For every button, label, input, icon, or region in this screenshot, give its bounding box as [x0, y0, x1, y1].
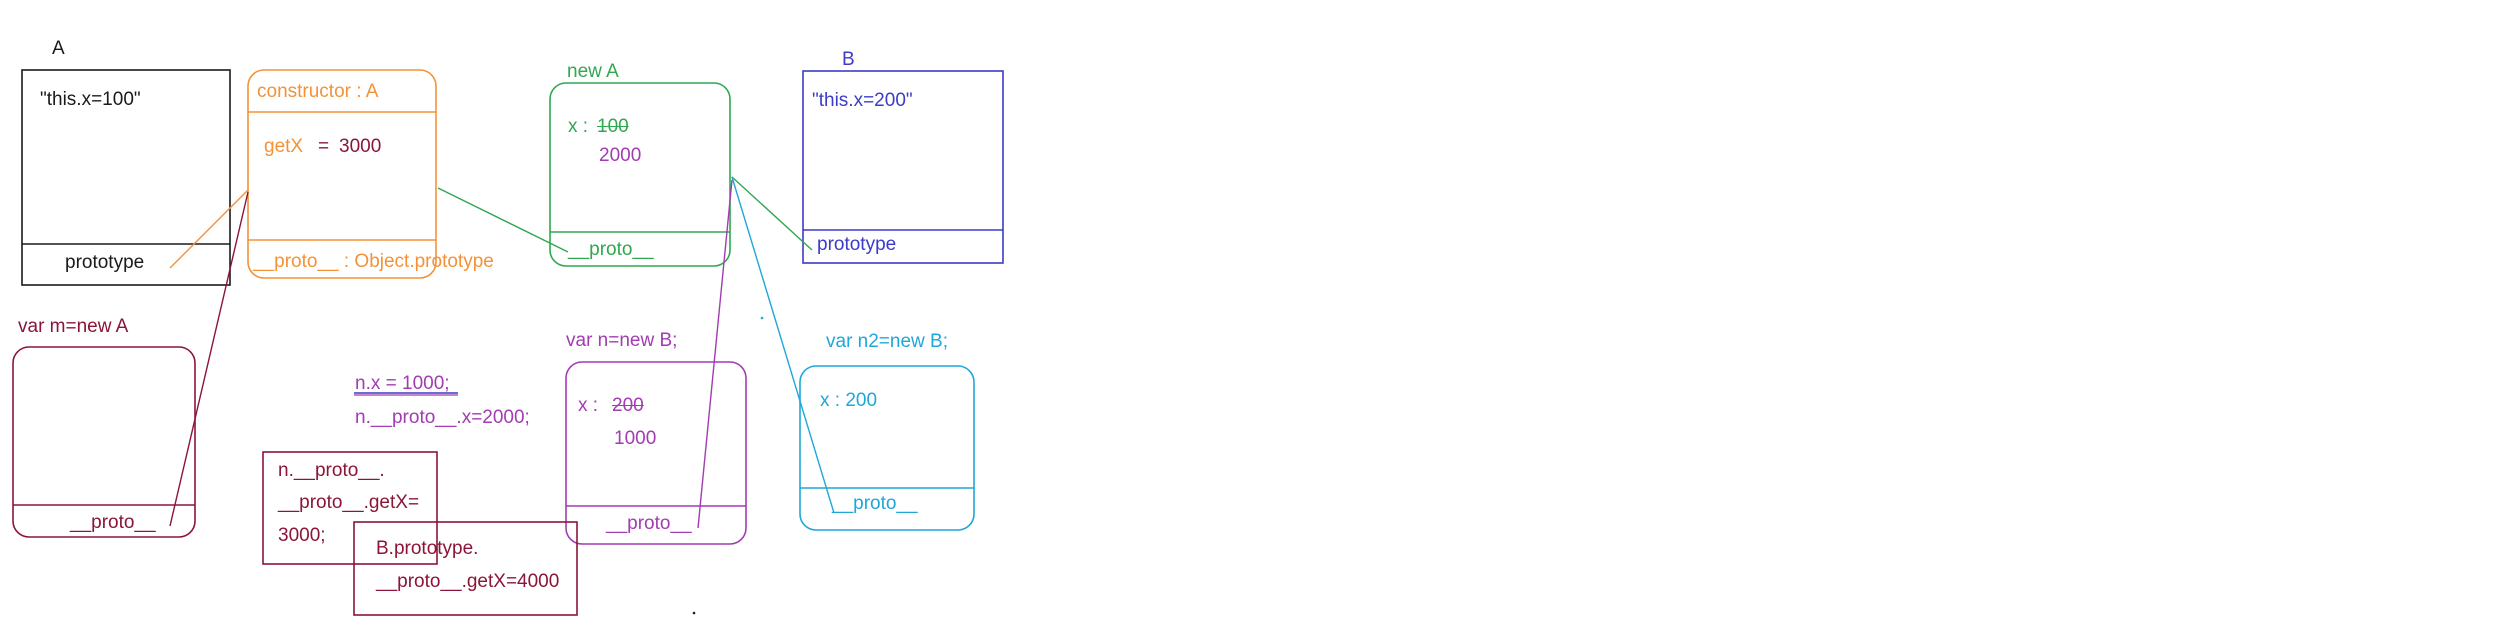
label-n2-proto: __proto__: [832, 493, 918, 514]
label-constructor: constructor : A: [257, 81, 379, 102]
connector-a-prototype: [169, 189, 249, 269]
box-b: [802, 70, 1004, 264]
note-line-1: n.x = 1000;: [355, 373, 450, 394]
label-a-proto-object: __proto__ : Object.prototype: [253, 251, 494, 272]
label-n2-x: x : 200: [820, 390, 878, 411]
label-n-title: var n=new B;: [566, 330, 678, 351]
label-new-a-x-old: 100: [597, 116, 629, 137]
note-box-2-line-1: B.prototype.: [376, 538, 479, 559]
stray-dot-2: [692, 611, 696, 615]
label-new-a-x-key: x :: [568, 116, 589, 137]
label-m-proto: __proto__: [70, 512, 156, 533]
note-box-1: [262, 451, 438, 565]
box-n2: [799, 365, 975, 531]
note-box-1-line-2: __proto__.getX=: [278, 492, 420, 513]
note-box-1-line-3: 3000;: [278, 525, 326, 546]
label-getx-eq: =: [318, 136, 330, 157]
label-new-a-title: new A: [567, 61, 619, 82]
label-a-code: "this.x=100": [40, 89, 141, 110]
label-n-x-new: 1000: [614, 428, 657, 449]
label-n-x-old: 200: [612, 395, 644, 416]
connector-m-proto: [169, 191, 249, 527]
box-m: [12, 346, 196, 538]
label-n2-title: var n2=new B;: [826, 331, 948, 352]
note-box-2-line-2: __proto__.getX=4000: [376, 571, 560, 592]
box-new-a: [549, 82, 731, 267]
note-box-1-line-1: n.__proto__.: [278, 460, 385, 481]
box-n: [565, 361, 747, 545]
box-a-prototype: [247, 69, 437, 279]
note-line-2: n.__proto__.x=2000;: [355, 407, 530, 428]
label-b-title: B: [842, 49, 855, 70]
connector-new-a-proto: [437, 187, 569, 253]
label-n-x-key: x :: [578, 395, 599, 416]
label-getx-val: 3000: [339, 136, 382, 157]
label-a-title: A: [52, 38, 65, 59]
label-n-proto: __proto__: [606, 513, 692, 534]
stray-dot-1: [760, 316, 764, 320]
label-new-a-x-new: 2000: [599, 145, 642, 166]
label-a-prototype: prototype: [65, 252, 145, 273]
label-b-code: "this.x=200": [812, 90, 913, 111]
label-b-prototype: prototype: [817, 234, 897, 255]
label-new-a-proto: __proto__: [568, 239, 654, 260]
label-getx-key: getX: [264, 136, 304, 157]
note-box-2: [353, 521, 578, 616]
connector-n2-proto: [731, 176, 835, 514]
box-a: [21, 69, 231, 286]
connector-n-proto: [697, 179, 733, 529]
label-m-title: var m=new A: [18, 316, 129, 337]
connector-b-prototype: [731, 176, 813, 251]
